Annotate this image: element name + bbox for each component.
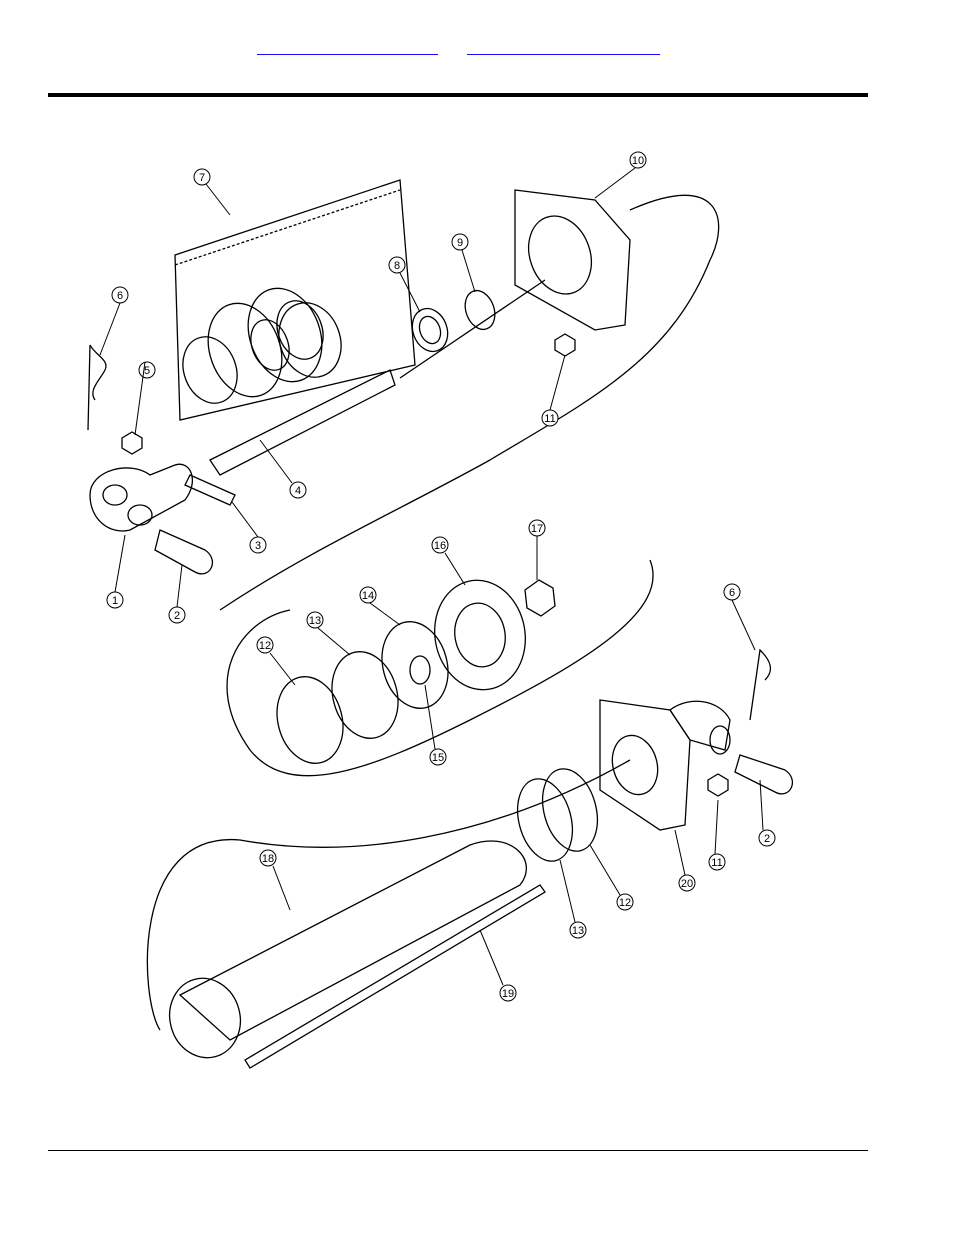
callout-16: 16 — [434, 540, 446, 552]
header-rule — [48, 93, 868, 97]
callout-15: 15 — [432, 752, 444, 764]
callout-17: 17 — [531, 523, 543, 535]
callout-12-lower: 12 — [619, 897, 631, 909]
callout-4: 4 — [295, 485, 301, 497]
header-link-2[interactable] — [467, 40, 660, 55]
callout-20: 20 — [681, 878, 693, 890]
callout-5: 5 — [144, 365, 150, 377]
callout-18: 18 — [262, 853, 274, 865]
callout-11-right: 11 — [711, 857, 722, 869]
callout-13-lower: 13 — [572, 925, 584, 937]
header-link-1[interactable] — [257, 40, 438, 55]
footer-rule — [48, 1150, 868, 1151]
callout-3: 3 — [255, 540, 261, 552]
callout-9: 9 — [457, 237, 463, 249]
callout-6: 6 — [117, 290, 123, 302]
callout-19: 19 — [502, 988, 514, 1000]
callout-8: 8 — [394, 260, 400, 272]
callout-12: 12 — [259, 640, 271, 652]
callout-6-right: 6 — [729, 587, 735, 599]
callout-13: 13 — [309, 615, 321, 627]
exploded-parts-diagram: 1 2 3 4 5 6 7 8 9 10 11 12 13 14 15 16 1… — [87, 151, 794, 1069]
callout-2: 2 — [174, 610, 180, 622]
callout-1: 1 — [112, 595, 118, 607]
callout-10: 10 — [632, 155, 644, 167]
callout-11: 11 — [544, 413, 555, 425]
callout-2-right: 2 — [764, 833, 770, 845]
callout-14: 14 — [362, 590, 374, 602]
callout-7: 7 — [199, 172, 205, 184]
